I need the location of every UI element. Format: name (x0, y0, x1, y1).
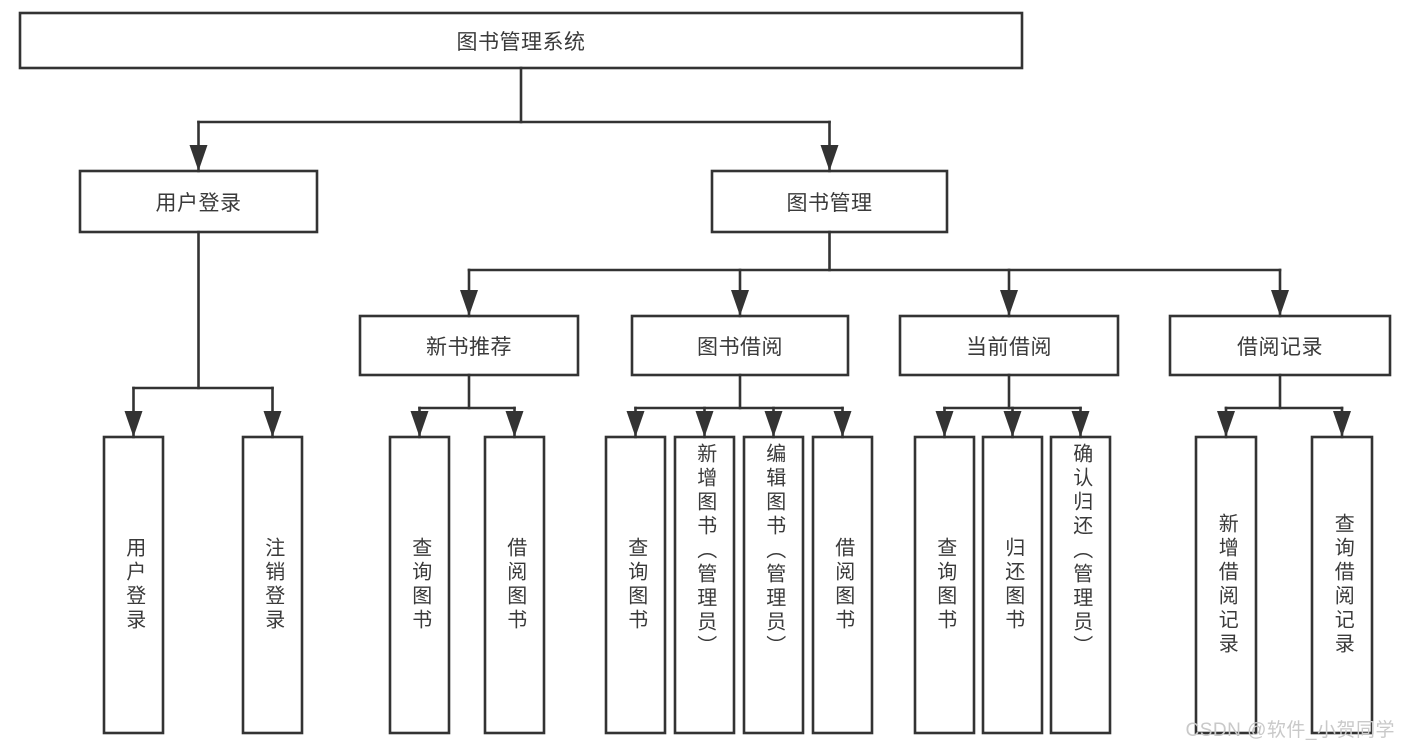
arrow-head-icon (1271, 290, 1289, 316)
arrow-head-icon (124, 411, 143, 437)
node-leaf-box-4[interactable] (604, 435, 667, 735)
arrow-head-icon (820, 145, 839, 171)
connector-edges-layer (124, 66, 1351, 439)
arrow-head-icon (189, 145, 208, 171)
arrow-head-icon (263, 411, 282, 437)
node-root-box[interactable] (18, 11, 1024, 70)
node-leaf-box-0[interactable] (102, 435, 165, 735)
node-level3-box-2[interactable] (898, 314, 1120, 377)
arrow-head-icon (695, 411, 714, 437)
node-boxes-layer (18, 11, 1392, 735)
node-leaf-box-5[interactable] (673, 435, 736, 735)
node-level2-box-0[interactable] (78, 169, 319, 234)
node-leaf-box-10[interactable] (1049, 435, 1112, 735)
node-leaf-box-2[interactable] (388, 435, 451, 735)
arrow-head-icon (410, 411, 429, 437)
arrow-head-icon (460, 290, 478, 316)
node-leaf-box-1[interactable] (241, 435, 304, 735)
arrow-head-icon (833, 411, 852, 437)
node-leaf-box-12[interactable] (1310, 435, 1374, 735)
node-leaf-box-7[interactable] (811, 435, 874, 735)
arrow-head-icon (505, 411, 524, 437)
node-level2-box-1[interactable] (710, 169, 949, 234)
arrow-head-icon (1333, 411, 1351, 437)
node-leaf-box-8[interactable] (913, 435, 976, 735)
node-leaf-box-11[interactable] (1194, 435, 1258, 735)
arrow-head-icon (764, 411, 783, 437)
arrow-head-icon (1071, 411, 1090, 437)
node-leaf-box-6[interactable] (742, 435, 805, 735)
node-leaf-box-9[interactable] (981, 435, 1044, 735)
node-level3-box-0[interactable] (358, 314, 580, 377)
arrow-head-icon (1217, 411, 1235, 437)
arrow-head-icon (626, 411, 645, 437)
arrow-head-icon (1000, 290, 1018, 316)
arrow-head-icon (935, 411, 954, 437)
node-leaf-box-3[interactable] (483, 435, 546, 735)
arrow-head-icon (731, 290, 749, 316)
node-level3-box-1[interactable] (630, 314, 850, 377)
arrow-head-icon (1003, 411, 1022, 437)
node-level3-box-3[interactable] (1168, 314, 1392, 377)
